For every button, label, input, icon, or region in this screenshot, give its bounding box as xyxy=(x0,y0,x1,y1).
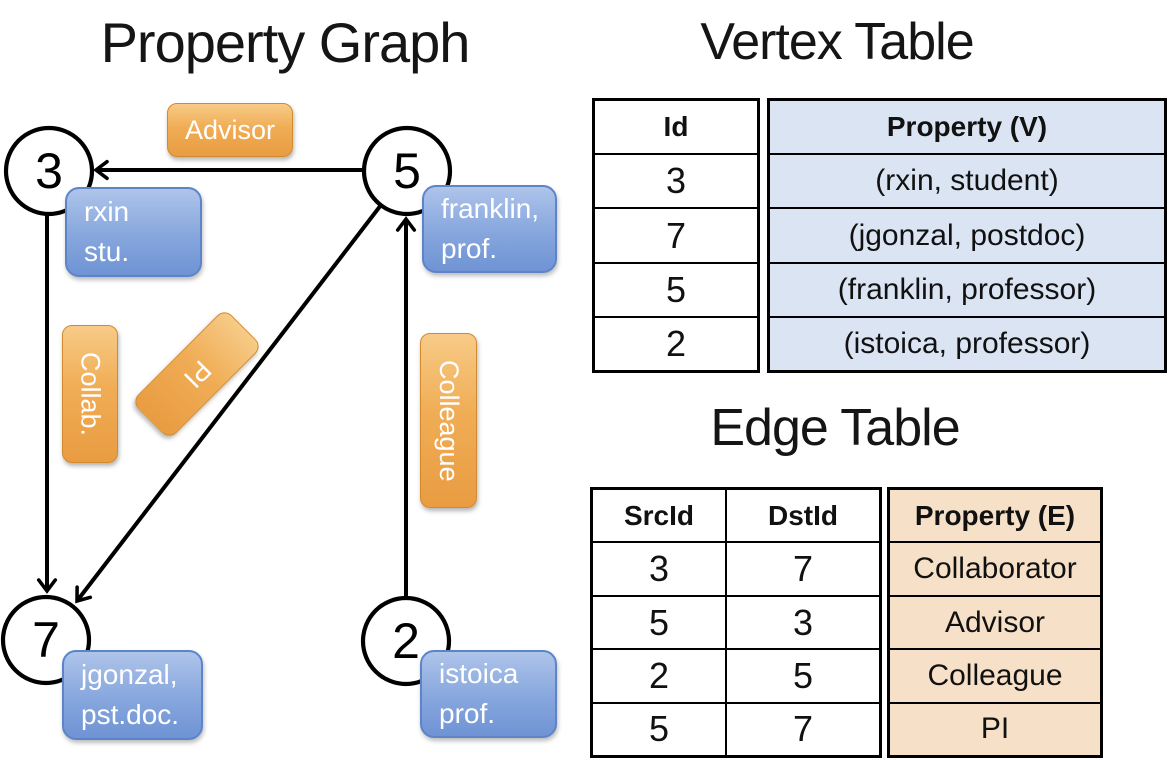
edge-label-collab: Collab. xyxy=(62,325,118,463)
edge-table-header-srcid: SrcId xyxy=(623,499,695,531)
edge-table-cell: 7 xyxy=(727,541,879,594)
edge-5-to-7-pi xyxy=(75,203,383,604)
graph-panel-title: Property Graph xyxy=(100,11,471,74)
edge-table-cell: PI xyxy=(890,701,1100,756)
edge-table-cell: 5 xyxy=(727,648,879,701)
vertex-table-header-property: Property (V) xyxy=(770,101,1164,154)
edge-table-title: Edge Table xyxy=(710,399,960,457)
edge-table-header-property: Property (E) xyxy=(890,490,1100,542)
vertex-table-cell: 2 xyxy=(595,315,757,370)
vertex-table-cell: (franklin, professor) xyxy=(770,261,1164,316)
edge-table-srcid-column: SrcId 3 5 2 5 xyxy=(590,487,727,758)
node-5-property-line2: prof. xyxy=(441,233,498,264)
edge-table-cell: 5 xyxy=(593,594,725,648)
node-7-property-line1: jgonzal, xyxy=(81,659,178,691)
vertex-table-cell: 3 xyxy=(595,153,757,207)
node-3-id: 3 xyxy=(35,143,63,199)
edge-table-cell: 3 xyxy=(593,541,725,594)
edge-table-cell: 3 xyxy=(727,594,879,648)
edge-table-cell: 2 xyxy=(593,648,725,701)
node-5-property-line1: franklin, xyxy=(441,193,540,225)
vertex-table-title: Vertex Table xyxy=(700,13,974,71)
node-3-property-line1: rxin xyxy=(84,196,130,228)
vertex-table-header-id: Id xyxy=(663,111,689,143)
edge-table-cell: Colleague xyxy=(890,648,1100,702)
vertex-table-cell: 7 xyxy=(595,207,757,261)
vertex-table-property-column: Property (V) (rxin, student) (jgonzal, p… xyxy=(767,98,1167,373)
node-7-property-box: jgonzal, pst.doc. xyxy=(62,650,203,740)
node-3-property-box: rxin stu. xyxy=(65,187,202,277)
edge-label-advisor: Advisor xyxy=(167,103,293,157)
edge-table-property-column: Property (E) Collaborator Advisor Collea… xyxy=(887,487,1103,758)
edge-table-cell: Collaborator xyxy=(890,541,1100,595)
node-2-id: 2 xyxy=(392,613,420,669)
vertex-table-cell: (jgonzal, postdoc) xyxy=(770,207,1164,262)
node-5-id: 5 xyxy=(393,143,421,199)
edge-table-cell: 5 xyxy=(593,701,725,755)
node-7-property-line2: pst.doc. xyxy=(81,699,180,730)
node-7-id: 7 xyxy=(32,612,60,668)
node-2-property-box: istoica prof. xyxy=(420,650,557,738)
node-3-property-line2: stu. xyxy=(84,236,130,267)
edge-table-header-dstid: DstId xyxy=(768,499,838,531)
vertex-table-cell: (istoica, professor) xyxy=(770,315,1164,371)
vertex-table-cell: 5 xyxy=(595,261,757,316)
edge-table-cell: 7 xyxy=(727,701,879,755)
node-2-property-line1: istoica xyxy=(439,658,519,690)
edge-table-cell: Advisor xyxy=(890,594,1100,649)
vertex-table-cell: (rxin, student) xyxy=(770,153,1164,208)
node-2-property-line2: prof. xyxy=(439,698,496,729)
vertex-table-id-column: Id 3 7 5 2 xyxy=(592,98,760,373)
edge-table-dstid-column: DstId 7 3 5 7 xyxy=(725,487,882,758)
edge-label-colleague: Colleague xyxy=(420,333,477,508)
node-5-property-box: franklin, prof. xyxy=(422,185,557,273)
